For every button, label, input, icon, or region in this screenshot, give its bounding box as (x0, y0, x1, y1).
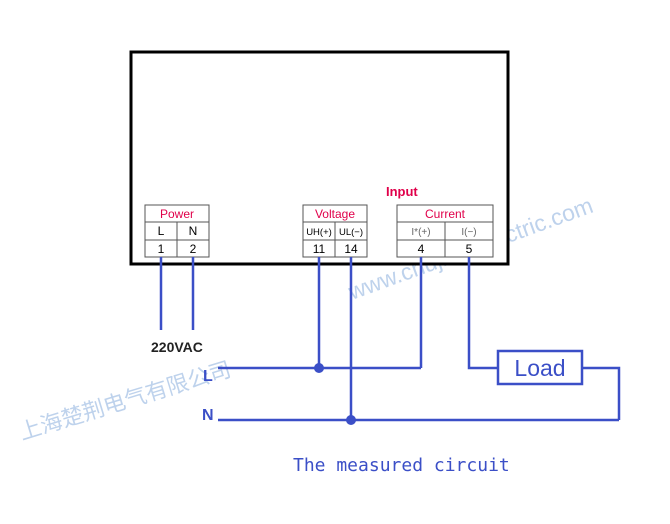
watermark-company-text: 上海楚荆电气有限公司 (16, 357, 234, 445)
current-terminal-block (396, 204, 494, 258)
terminal-number-14: 14 (344, 242, 358, 256)
current-header: Current (425, 207, 466, 221)
junction-dot-n (346, 415, 356, 425)
line-n-label: N (202, 407, 214, 424)
terminal-label-i-star: I*(+) (411, 227, 430, 238)
load-return-wire (582, 366, 621, 420)
power-terminal-block (144, 204, 210, 258)
terminal-number-5: 5 (466, 242, 473, 256)
terminal-label-i-minus: I(−) (461, 227, 476, 238)
terminal-label-L: L (158, 224, 165, 238)
junction-dot-l (314, 363, 324, 373)
terminal-number-4: 4 (418, 242, 425, 256)
load-label: Load (514, 355, 565, 381)
terminal-label-ul: UL(−) (339, 227, 363, 238)
terminal-number-11: 11 (313, 242, 326, 256)
terminal-label-N: N (189, 224, 198, 238)
caption: The measured circuit (293, 455, 510, 476)
load-box (496, 349, 584, 386)
line-l-label: L (203, 368, 213, 385)
terminal-number-1: 1 (158, 242, 165, 256)
voltage-header: Voltage (315, 207, 355, 221)
terminal-label-uh: UH(+) (306, 227, 332, 238)
terminal-number-2: 2 (190, 242, 197, 256)
power-header: Power (160, 207, 194, 221)
supply-label: 220VAC (151, 339, 203, 355)
voltage-terminal-block (302, 204, 368, 258)
current-wire-5 (467, 257, 498, 370)
input-label: Input (386, 184, 418, 199)
